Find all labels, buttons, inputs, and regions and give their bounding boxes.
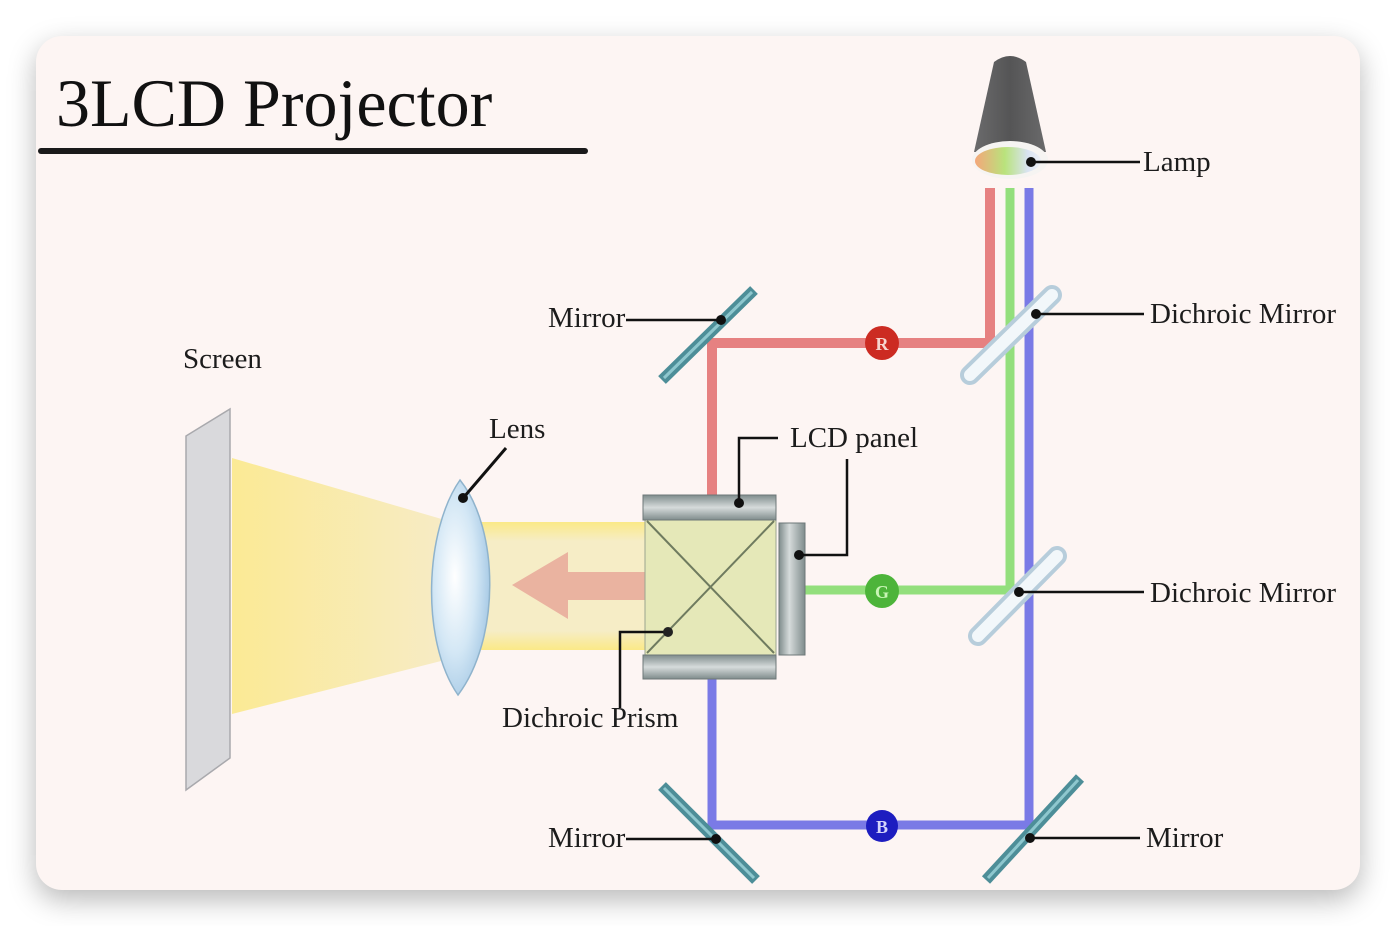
lcd-panel-blue [642,654,777,680]
projection-arrow-icon [512,552,670,619]
mirror-bottom-left-label: Mirror [548,822,626,854]
mirror-bottom-left-highlight [662,786,756,880]
lcd-panel-leader-1 [737,436,778,503]
dichroic-mirror-top-highlight [964,289,1058,381]
mirror-bottom-right-highlight [986,778,1080,880]
green-beam [805,188,1015,595]
badge-red: R [865,326,899,360]
red-beam [707,188,995,496]
mirror-top-highlight [662,290,754,380]
projected-light-cone [232,458,445,714]
diagram-card [36,36,1360,890]
badge-green: G [865,574,899,608]
badge-blue-letter: B [876,817,888,837]
lcd-panel-label: LCD panel [790,422,918,454]
badge-red-circle [865,326,899,360]
lens-label: Lens [489,413,545,445]
title-underline [38,148,588,154]
mirror-top-label: Mirror [548,302,626,334]
lcd-panel-leader-2 [799,459,849,557]
lcd-panel-red [642,494,777,521]
dichroic-mirror-mid-label: Dichroic Mirror [1150,577,1336,609]
lens-leader-dot [458,493,468,503]
lamp-body [974,56,1046,152]
badge-green-letter: G [875,582,889,602]
badge-red-letter: R [876,334,890,354]
badge-blue: B [866,810,898,842]
badge-green-circle [865,574,899,608]
dichroic-prism-label: Dichroic Prism [502,702,679,734]
dichroic-prism-dot [663,627,673,637]
lcd-panel-dot-2 [794,550,804,560]
screen-panel [185,407,231,792]
badge-blue-circle [866,810,898,842]
lens [430,478,491,697]
mirror-bottom-right-label: Mirror [1146,822,1224,854]
lamp-label: Lamp [1143,146,1211,178]
lens-leader [462,447,508,498]
lamp-bulb [975,147,1041,175]
lcd-panel-dot-1 [734,498,744,508]
dichroic-mirror-top-label: Dichroic Mirror [1150,298,1336,330]
page-title: 3LCD Projector [56,65,493,141]
lcd-panel-green [778,522,806,656]
dichroic-prism-leader [618,630,668,708]
screen-label: Screen [183,343,262,375]
